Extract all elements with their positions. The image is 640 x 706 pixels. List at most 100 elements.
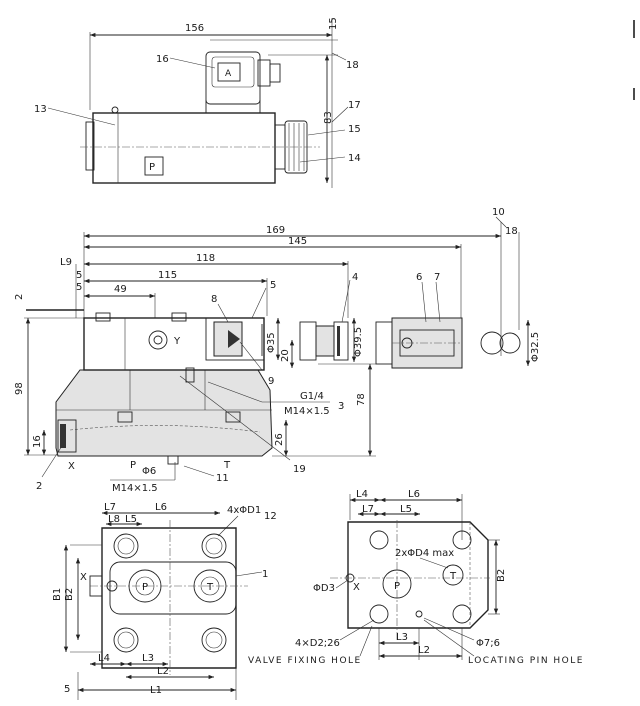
- dim-20: 20: [280, 349, 291, 362]
- port-x: X: [68, 461, 75, 472]
- leader-12: [217, 515, 239, 537]
- mf-dim-L7: L7: [362, 504, 374, 515]
- dim-L3: L3: [142, 653, 154, 664]
- cable-gland-nut: [269, 63, 281, 83]
- plug-knob-2: [499, 332, 521, 354]
- side-view: 169 145 118 115 49 L9 5 5 10 18 2 98 16: [14, 207, 541, 494]
- leader-15: [307, 129, 346, 136]
- pilot-head: [205, 317, 265, 361]
- mf-dim-L4: L4: [356, 489, 368, 500]
- balloon-17: 17: [348, 100, 361, 111]
- body-detail: [225, 411, 241, 423]
- leader-6: [421, 281, 427, 323]
- balloon-8: 8: [211, 294, 217, 305]
- mf-port-p-label: P: [394, 581, 400, 592]
- dim-2: 2: [14, 294, 25, 300]
- bolt-hole-br-inner: [205, 631, 223, 649]
- body-detail: [117, 411, 133, 423]
- bolt-hole-bl: [113, 627, 139, 653]
- leader-4: [341, 279, 351, 323]
- caption-leader: [423, 619, 475, 657]
- leader-11: [183, 465, 215, 477]
- mf-dim-L3: L3: [396, 632, 408, 643]
- balloon-14: 14: [348, 153, 361, 164]
- dim-B2: B2: [64, 588, 75, 601]
- balloon-12: 12: [264, 511, 277, 522]
- thread-m14-side: M14×1.5: [284, 406, 330, 417]
- leader-2: [41, 445, 63, 478]
- mf-dim-d4: 2xΦD4 max: [395, 548, 454, 559]
- caption-leader: [359, 625, 373, 657]
- port-boss: [109, 561, 237, 615]
- leader-13: [47, 107, 116, 126]
- dim-98: 98: [14, 382, 25, 395]
- leader-1: [235, 571, 263, 577]
- dim-16: 16: [32, 435, 43, 448]
- knob-grip: [337, 326, 340, 356]
- balloon-4: 4: [352, 272, 358, 283]
- screw-head: [95, 312, 111, 322]
- mf-port-x-label: X: [353, 582, 360, 593]
- bolt-hole-tr-inner: [205, 537, 223, 555]
- leader-16: [169, 57, 216, 69]
- balloon-10: 10: [492, 207, 505, 218]
- dim-L5: L5: [125, 514, 137, 525]
- fix-hole-tl: [369, 530, 389, 550]
- leader-d3: [335, 579, 349, 589]
- dim-18: 18: [505, 226, 518, 237]
- leader-5: [251, 287, 267, 319]
- bolt-hole-tr: [201, 533, 227, 559]
- connector-label-box: [217, 62, 241, 82]
- bolt-hole-tl: [113, 533, 139, 559]
- top-view: 156 15 83 A P 16 18 1: [34, 17, 361, 188]
- mounting-plate: [347, 521, 489, 629]
- dim-5: 5: [64, 684, 70, 695]
- dim-5a: 5: [76, 270, 82, 281]
- balloon-6: 6: [416, 272, 422, 283]
- dim-L9: L9: [60, 257, 72, 268]
- mf-port-t-label: T: [449, 571, 457, 582]
- mf-dim-d7: Φ7;6: [476, 638, 500, 649]
- port-t-label: T: [206, 582, 214, 593]
- dim-L7: L7: [104, 502, 116, 513]
- dim-phi35: Φ35: [266, 332, 277, 353]
- port-t: T: [223, 460, 231, 471]
- coil-letter-a: A: [225, 69, 232, 79]
- drain-plug: [167, 455, 179, 465]
- leader-d2: [339, 619, 375, 641]
- p-label-box: [144, 156, 164, 176]
- leader-7: [435, 281, 441, 323]
- connector-plug: [205, 51, 261, 105]
- dim-L8: L8: [108, 514, 120, 525]
- thread-m14-bottom: M14×1.5: [112, 483, 158, 494]
- leader-9: [239, 341, 263, 371]
- screw-head: [171, 312, 187, 322]
- plug-knob: [480, 331, 504, 355]
- mf-dim-L5: L5: [400, 504, 412, 515]
- caption-locating-pin-hole: LOCATING PIN HOLE: [468, 656, 584, 666]
- mounting-face: L4 L6 L7 L5 P T X 2xΦD4 max ΦD3 B2: [248, 489, 584, 666]
- fix-hole-tr: [452, 530, 472, 550]
- mf-dim-L2: L2: [418, 645, 430, 656]
- port-p-label: P: [142, 582, 148, 593]
- bolt-circle: [148, 330, 168, 350]
- thread-g1-4: G1/4: [300, 391, 324, 402]
- dim-169: 169: [266, 225, 285, 236]
- coil-letter-p: P: [149, 162, 155, 173]
- balloon-18: 18: [346, 60, 359, 71]
- dim-phi39-5: Φ39.5: [353, 327, 364, 357]
- dim-145: 145: [288, 236, 307, 247]
- hole-4xD1: 4xΦD1: [227, 505, 261, 516]
- balloon-16: 16: [156, 54, 169, 65]
- balloon-11: 11: [216, 473, 229, 484]
- hidden-passage: [69, 425, 261, 433]
- leader-18: [331, 52, 347, 61]
- dim-L4: L4: [98, 653, 110, 664]
- dim-5b: 5: [76, 282, 82, 293]
- dim-L2: L2: [157, 666, 169, 677]
- locating-pin: [415, 610, 423, 618]
- dim-L6: L6: [155, 502, 167, 513]
- balloon-19: 19: [293, 464, 306, 475]
- solenoid-nut: [375, 321, 393, 365]
- bolt-hole-tl-inner: [117, 537, 135, 555]
